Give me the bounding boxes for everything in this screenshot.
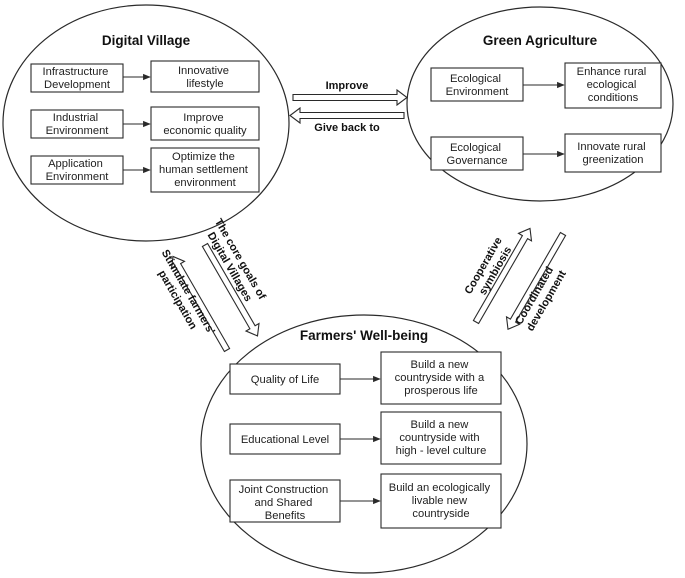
core-goals-arrow: [201, 242, 260, 337]
digital-village-title: Digital Village: [102, 33, 191, 48]
ecologically-livable-box: [380, 473, 502, 529]
coordinated-label: Coordinated development: [513, 262, 569, 334]
greenization-label: Innovate rural greenization: [577, 141, 649, 166]
prosperous-life-label: Build a new countryside with a prosperou…: [395, 359, 488, 397]
innovative-lifestyle-box: [150, 60, 260, 93]
enhance-conditions-label: Enhance rural ecological conditions: [577, 66, 650, 104]
enhance-conditions-box: [564, 62, 662, 109]
give-back-flow: Give back to: [289, 106, 405, 134]
application-label: Application Environment: [46, 158, 110, 183]
give-back-arrow: [289, 106, 405, 125]
industrial-box: [30, 109, 124, 139]
settlement-box: [150, 147, 260, 193]
coordinated-flow: Coordinated development: [505, 231, 569, 334]
infrastructure-box: [30, 63, 124, 93]
green-agriculture-title: Green Agriculture: [483, 33, 598, 48]
ecologically-livable-label: Build an ecologically livable new countr…: [389, 482, 493, 520]
green-agriculture-group: Green Agriculture Ecological Environment…: [406, 6, 674, 202]
improve-arrow: [292, 88, 408, 107]
cooperative-arrow: [472, 227, 533, 325]
improve-flow: Improve: [292, 80, 408, 107]
innovative-lifestyle-label: Innovative lifestyle: [178, 65, 232, 90]
settlement-label: Optimize the human settlement environmen…: [159, 151, 251, 189]
improve-label: Improve: [326, 80, 369, 92]
educational-level-label: Educational Level: [241, 434, 329, 446]
prosperous-life-box: [380, 351, 502, 405]
infrastructure-label: Infrastructure Development: [42, 66, 111, 91]
give-back-label: Give back to: [314, 122, 380, 134]
coordinated-arrow: [505, 231, 567, 331]
joint-construction-label: Joint Construction and Shared Benefits: [239, 484, 332, 522]
high-level-culture-box: [380, 411, 502, 465]
stimulate-arrow: [170, 255, 231, 353]
greenization-box: [564, 133, 662, 173]
eco-governance-label: Ecological Governance: [447, 142, 508, 167]
quality-of-life-label: Quality of Life: [251, 374, 319, 386]
quality-of-life-box: [229, 363, 341, 395]
digital-village-group: Digital Village Infrastructure Developme…: [2, 4, 290, 242]
farmers-wellbeing-group: Farmers' Well-being Quality of Life Buil…: [200, 314, 528, 574]
economic-quality-label: Improve economic quality: [163, 112, 247, 137]
industrial-label: Industrial Environment: [46, 112, 110, 137]
educational-level-box: [229, 423, 341, 455]
high-level-culture-label: Build a new countryside with high - leve…: [396, 419, 487, 457]
farmers-wellbeing-title: Farmers' Well-being: [300, 328, 428, 343]
eco-environment-label: Ecological Environment: [446, 73, 510, 98]
joint-construction-box: [229, 479, 341, 523]
economic-quality-box: [150, 106, 260, 141]
eco-environment-box: [430, 67, 524, 102]
